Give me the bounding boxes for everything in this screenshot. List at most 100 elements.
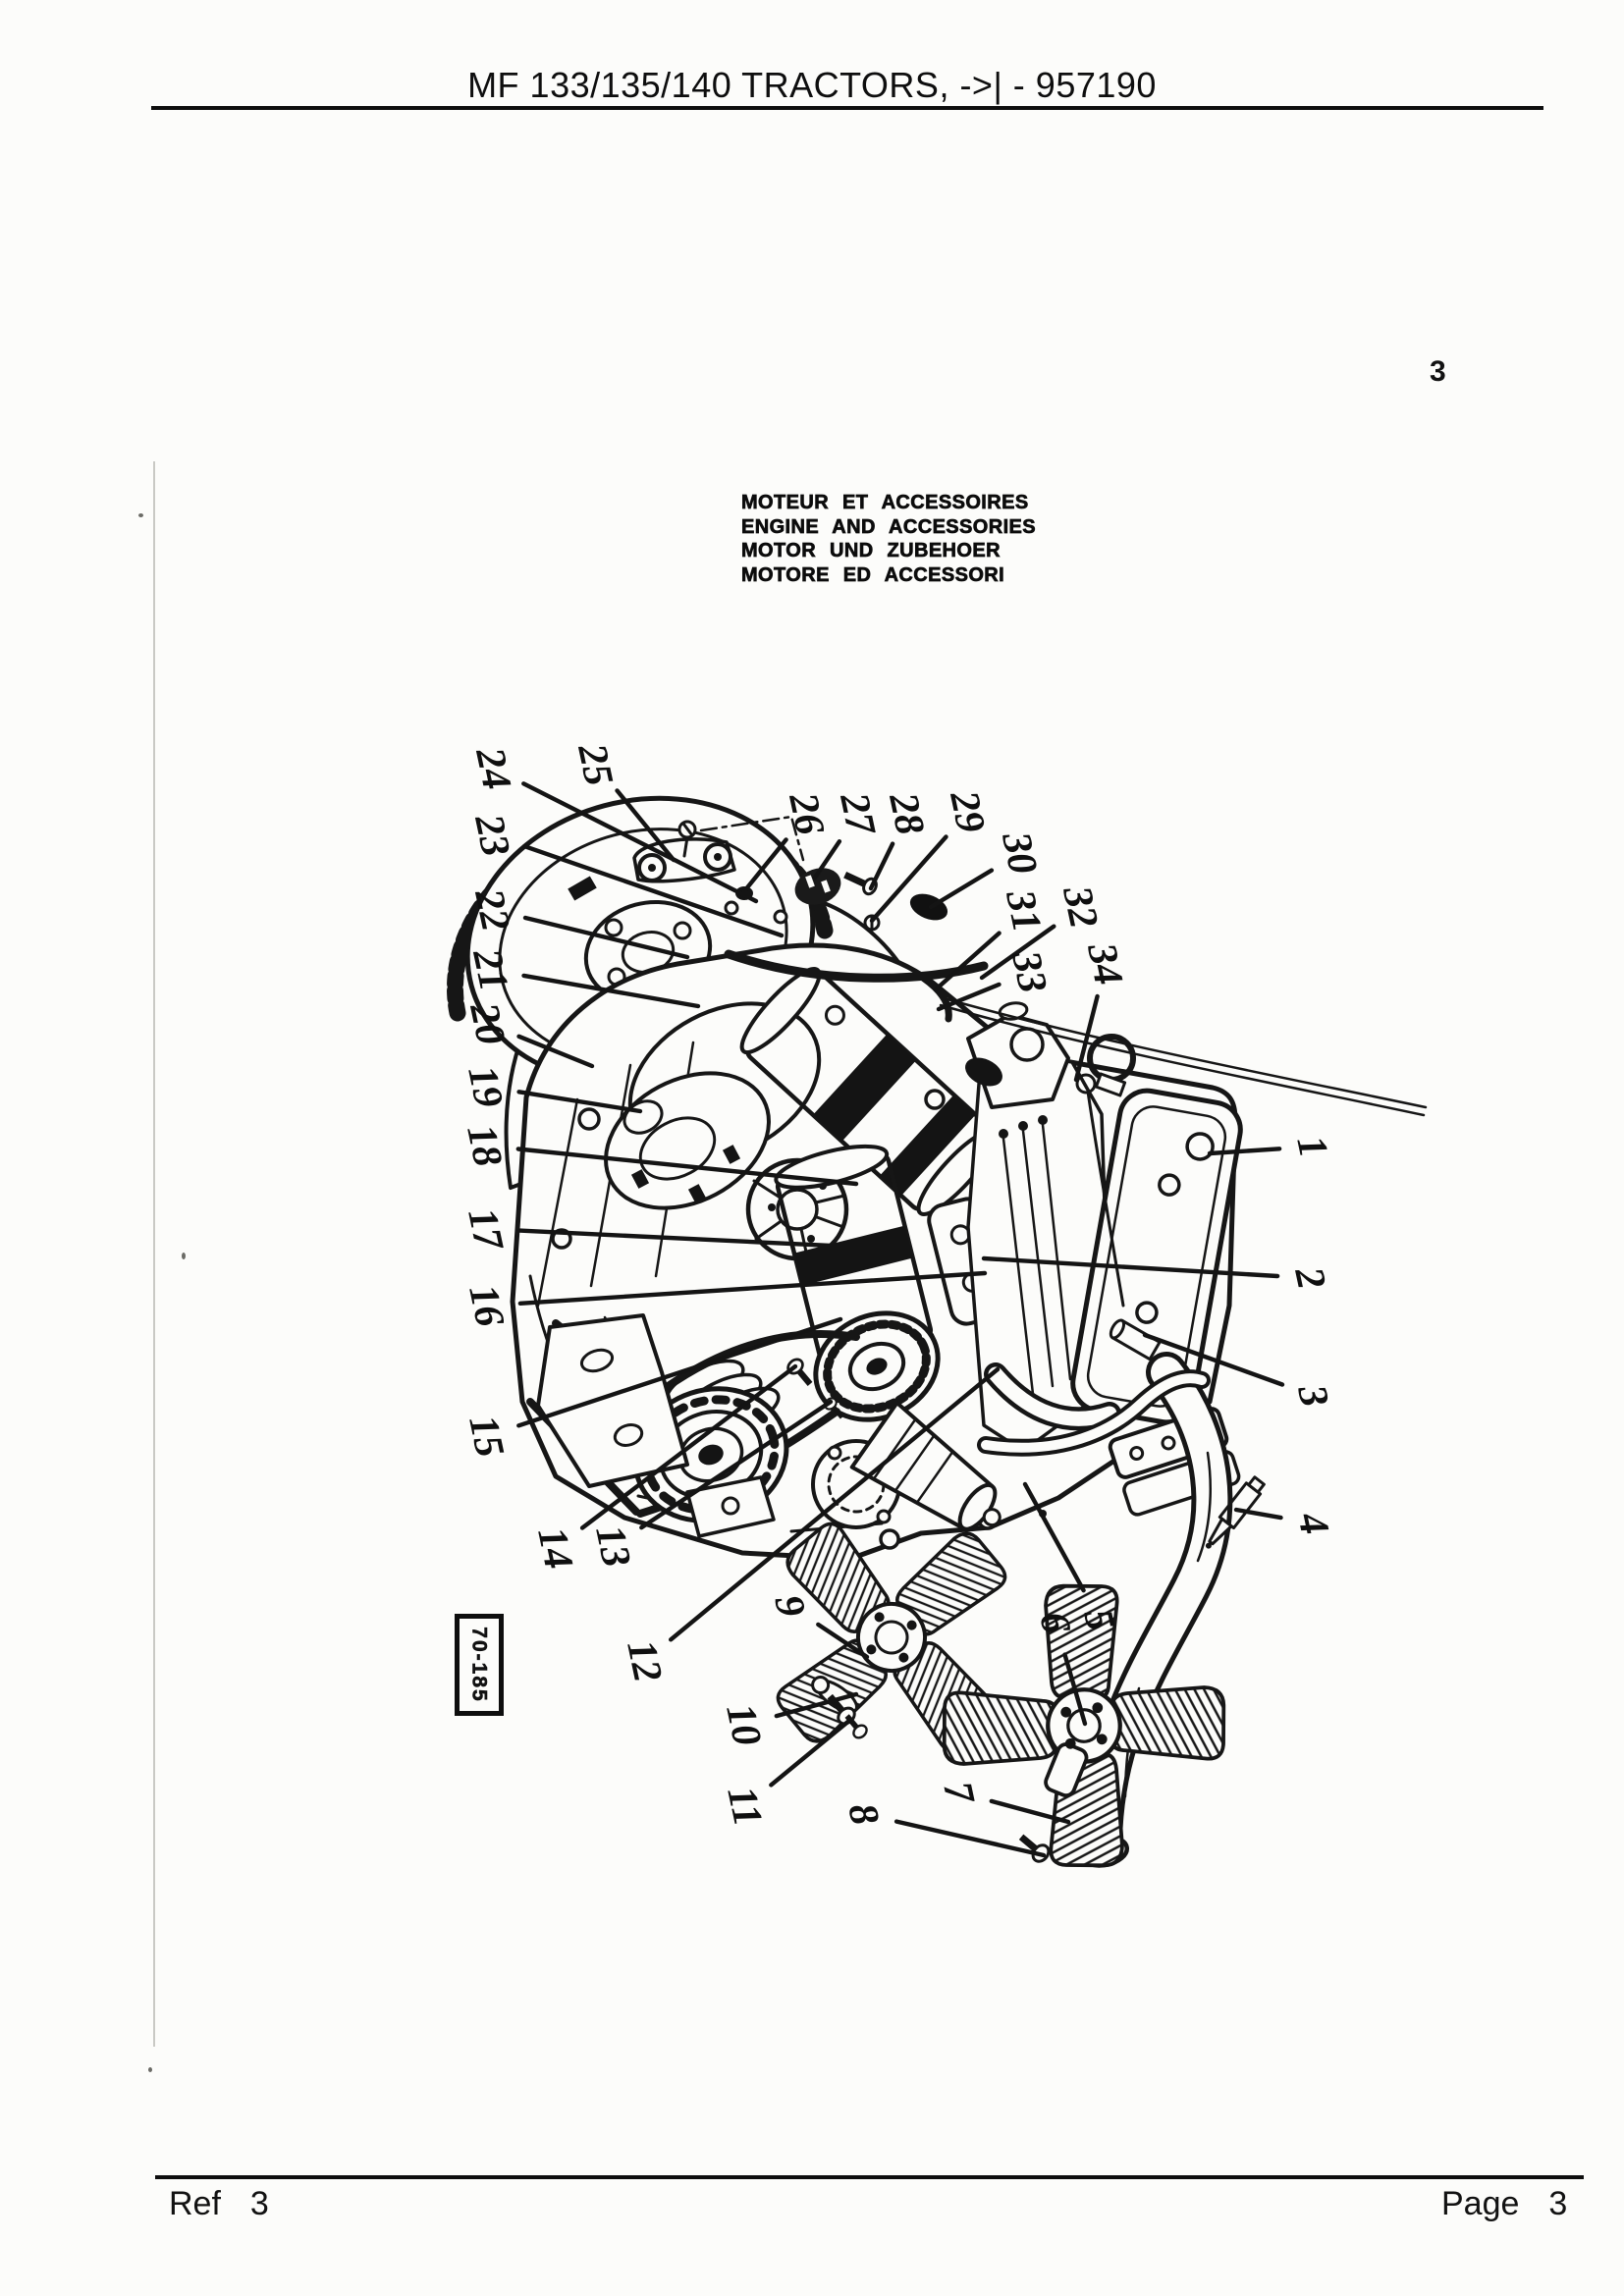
- bypass-hose: [984, 1362, 1121, 1431]
- crankshaft-nose-cone: [849, 1401, 1001, 1531]
- callout-number-14: 14: [528, 1523, 581, 1574]
- fan-right: [941, 1582, 1227, 1869]
- leader-line-6: [1062, 1652, 1088, 1727]
- leader-line-10: [774, 1691, 859, 1719]
- leader-line-17: [516, 1228, 875, 1251]
- fan-spider-and-bolts: [784, 1355, 1054, 1866]
- leader-line-19: [516, 1090, 643, 1114]
- scan-speck: [138, 513, 143, 517]
- engine-mount-bracket: [536, 1313, 776, 1538]
- leader-line-15: [516, 1316, 843, 1428]
- callout-number-24: 24: [466, 743, 519, 794]
- callout-number-23: 23: [465, 810, 518, 861]
- title-line-de: MOTOR UND ZUBEHOER: [741, 540, 1001, 562]
- callout-number-18: 18: [458, 1121, 511, 1171]
- callout-number-30: 30: [993, 828, 1046, 879]
- callout-number-7: 7: [934, 1778, 983, 1809]
- leader-line-32: [979, 924, 1056, 981]
- thermostat-housing: [965, 1001, 1070, 1109]
- leader-line-7: [989, 1798, 1071, 1825]
- callout-number-34: 34: [1078, 938, 1131, 989]
- leader-line-16: [517, 1270, 988, 1307]
- leader-line-27: [812, 839, 842, 881]
- callout-number-28: 28: [880, 788, 933, 839]
- leader-line-5: [1022, 1481, 1086, 1593]
- leader-line-14: [579, 1363, 798, 1530]
- leader-line-31: [933, 931, 1001, 992]
- title-line-en: ENGINE AND ACCESSORIES: [741, 515, 1037, 538]
- leader-line-2: [981, 1255, 1280, 1279]
- callout-number-20: 20: [460, 998, 514, 1049]
- leader-line-30: [928, 868, 995, 910]
- leader-line-4: [1233, 1507, 1283, 1521]
- callout-number-1: 1: [1287, 1132, 1335, 1161]
- header-rule: [151, 106, 1543, 110]
- footer-page-value: 3: [1548, 2185, 1568, 2222]
- clutch-assembly: [604, 1001, 822, 1210]
- leader-line-1: [1207, 1147, 1282, 1156]
- callout-number-25: 25: [568, 739, 622, 790]
- figure-title-block: MOTEUR ET ACCESSOIRES ENGINE AND ACCESSO…: [741, 491, 1036, 587]
- scan-crease-line: [153, 461, 155, 2047]
- callout-number-22: 22: [465, 884, 518, 935]
- callout-number-29: 29: [941, 786, 994, 837]
- leader-line-33: [936, 982, 1001, 1012]
- scan-speck: [182, 1253, 186, 1259]
- callout-number-17: 17: [459, 1204, 512, 1256]
- leader-line-21: [521, 973, 701, 1009]
- title-line-it: MOTORE ED ACCESSORI: [741, 563, 1005, 586]
- callout-number-4: 4: [1288, 1508, 1337, 1538]
- scan-speck: [148, 2067, 152, 2072]
- callout-number-21: 21: [463, 944, 516, 995]
- callout-number-11: 11: [718, 1783, 770, 1830]
- callout-number-3: 3: [1288, 1380, 1337, 1411]
- footer-page-label: Page: [1441, 2185, 1520, 2222]
- leader-line-9: [816, 1622, 870, 1660]
- footer-ref-label: Ref: [169, 2185, 221, 2222]
- leader-line-18: [515, 1147, 859, 1187]
- leader-line-11: [769, 1717, 853, 1788]
- figure-number-box: 70-185: [455, 1614, 504, 1716]
- callout-number-12: 12: [618, 1636, 671, 1686]
- callout-number-13: 13: [586, 1522, 639, 1572]
- fan-left: [771, 1517, 1012, 1758]
- callout-number-32: 32: [1054, 881, 1107, 933]
- footer-ref: Ref 3: [169, 2185, 269, 2223]
- leader-line-20: [516, 1034, 595, 1069]
- heater-pipe: [977, 1369, 1211, 1457]
- figure-number-label: 70-185: [468, 1627, 492, 1703]
- leader-line-12: [669, 1366, 1001, 1642]
- leader-line-13: [639, 1399, 834, 1530]
- leader-line-29: [869, 834, 948, 924]
- crank-pulley: [813, 1310, 941, 1422]
- callout-number-2: 2: [1285, 1262, 1334, 1293]
- leader-line-3: [1142, 1332, 1285, 1387]
- lifting-eye: [1087, 1034, 1136, 1097]
- callout-number-33: 33: [1002, 946, 1056, 997]
- callout-number-27: 27: [831, 788, 884, 841]
- callout-number-31: 31: [997, 885, 1050, 936]
- corner-page-number: 3: [1430, 355, 1446, 388]
- heater-tap-fitting: [1109, 1318, 1162, 1362]
- leader-line-25: [615, 788, 677, 863]
- callout-number-9: 9: [765, 1591, 813, 1621]
- footer-page: Page 3: [1441, 2185, 1567, 2223]
- callout-number-10: 10: [717, 1700, 770, 1750]
- leader-line-8: [893, 1819, 1047, 1858]
- title-line-fr: MOTEUR ET ACCESSOIRES: [741, 492, 1029, 514]
- footer-ref-value: 3: [249, 2185, 269, 2222]
- dipstick: [1075, 1073, 1125, 1308]
- leader-line-24: [521, 781, 759, 904]
- page-header-title: MF 133/135/140 TRACTORS, ->| - 957190: [467, 65, 1157, 105]
- leader-line-26: [741, 837, 788, 894]
- footer-rule: [155, 2175, 1584, 2179]
- leader-line-23: [521, 843, 785, 938]
- callout-number-19: 19: [459, 1062, 512, 1112]
- callout-number-15: 15: [460, 1412, 513, 1462]
- callout-number-16: 16: [460, 1281, 513, 1331]
- leader-line-34: [1073, 993, 1100, 1083]
- leader-line-22: [522, 915, 690, 960]
